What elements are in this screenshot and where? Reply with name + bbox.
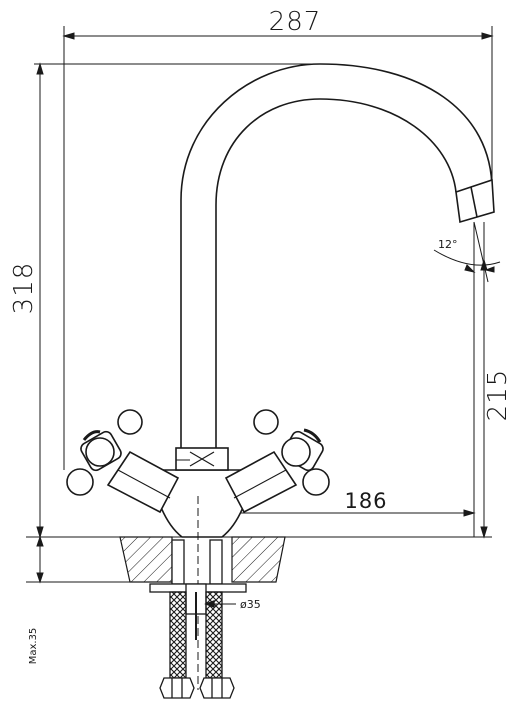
dimension-height-label: 318 — [9, 262, 39, 315]
dimension-reach-label: 186 — [344, 489, 387, 513]
dimension-width — [62, 26, 494, 470]
dimension-spout-height-label: 215 — [483, 369, 513, 422]
spout — [180, 63, 495, 448]
dimension-angle — [433, 221, 501, 283]
dimension-hole-diameter-label: ø35 — [240, 598, 261, 611]
countertop — [26, 536, 492, 583]
dimension-max-thickness — [26, 535, 142, 584]
right-handle — [224, 409, 330, 514]
left-handle — [66, 409, 180, 514]
dimension-width-label: 287 — [269, 7, 322, 37]
dimension-max-thickness-label: Max.35 — [28, 628, 39, 665]
dimension-angle-label: 12° — [438, 238, 458, 251]
mounting-assembly — [149, 539, 247, 699]
